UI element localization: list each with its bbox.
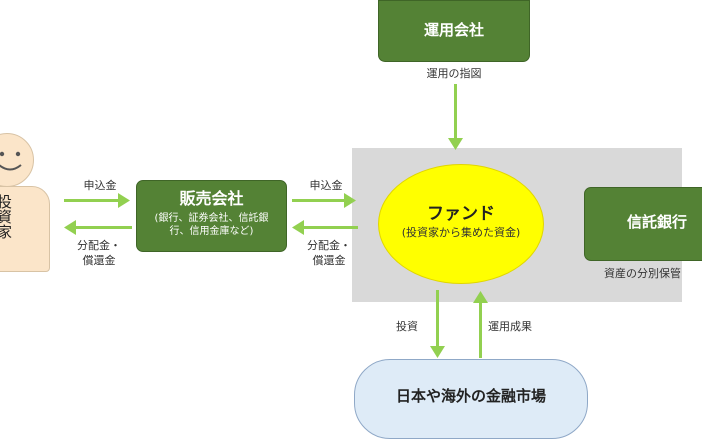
distributor-title: 販売会社 — [179, 189, 244, 208]
arrow-payout-1 — [74, 226, 132, 229]
investor-body — [0, 186, 50, 272]
fund-subtitle: (投資家から集めた資金) — [401, 226, 521, 239]
label-returns: 運用成果 — [488, 320, 532, 333]
investor-head — [0, 133, 34, 187]
management-company-box: 運用会社 — [378, 0, 530, 62]
fund-title: ファンド — [427, 204, 495, 224]
arrow-payout-2 — [302, 226, 358, 229]
financial-market-title: 日本や海外の金融市場 — [395, 387, 546, 405]
label-payout-1: 分配金・償還金 — [77, 239, 121, 267]
arrow-head-right-icon — [118, 193, 130, 208]
arrow-returns — [479, 302, 482, 358]
distributor-subtitle: (銀行、証券会社、信託銀行、信用金庫など) — [154, 213, 269, 237]
arrow-head-down-icon — [448, 138, 463, 150]
financial-market-box: 日本や海外の金融市場 — [354, 359, 588, 439]
arrow-instruction — [454, 84, 457, 140]
management-company-title: 運用会社 — [423, 21, 484, 39]
management-instruction-label: 運用の指図 — [426, 67, 482, 80]
distributor-box: 販売会社 (銀行、証券会社、信託銀行、信用金庫など) — [136, 180, 287, 252]
arrow-head-right-icon — [344, 193, 356, 208]
label-payout-2: 分配金・償還金 — [307, 239, 351, 267]
arrow-head-down-icon — [430, 346, 445, 358]
arrow-application-2 — [292, 199, 346, 202]
arrow-invest — [436, 290, 439, 348]
label-application-2: 申込金 — [309, 179, 343, 192]
trust-bank-title: 信託銀行 — [627, 213, 688, 231]
arrow-head-left-icon — [64, 220, 76, 235]
label-application-1: 申込金 — [83, 179, 117, 192]
trust-bank-caption: 資産の分別保管 — [604, 267, 681, 280]
arrow-head-left-icon — [292, 220, 304, 235]
trust-bank-box: 信託銀行 — [584, 187, 702, 261]
fund-ellipse: ファンド (投資家から集めた資金) — [378, 164, 544, 284]
arrow-head-up-icon — [473, 291, 488, 303]
label-invest: 投資 — [396, 320, 418, 333]
smile-icon — [0, 151, 22, 171]
arrow-application-1 — [64, 199, 122, 202]
investor-label: 投資家 — [0, 194, 13, 239]
